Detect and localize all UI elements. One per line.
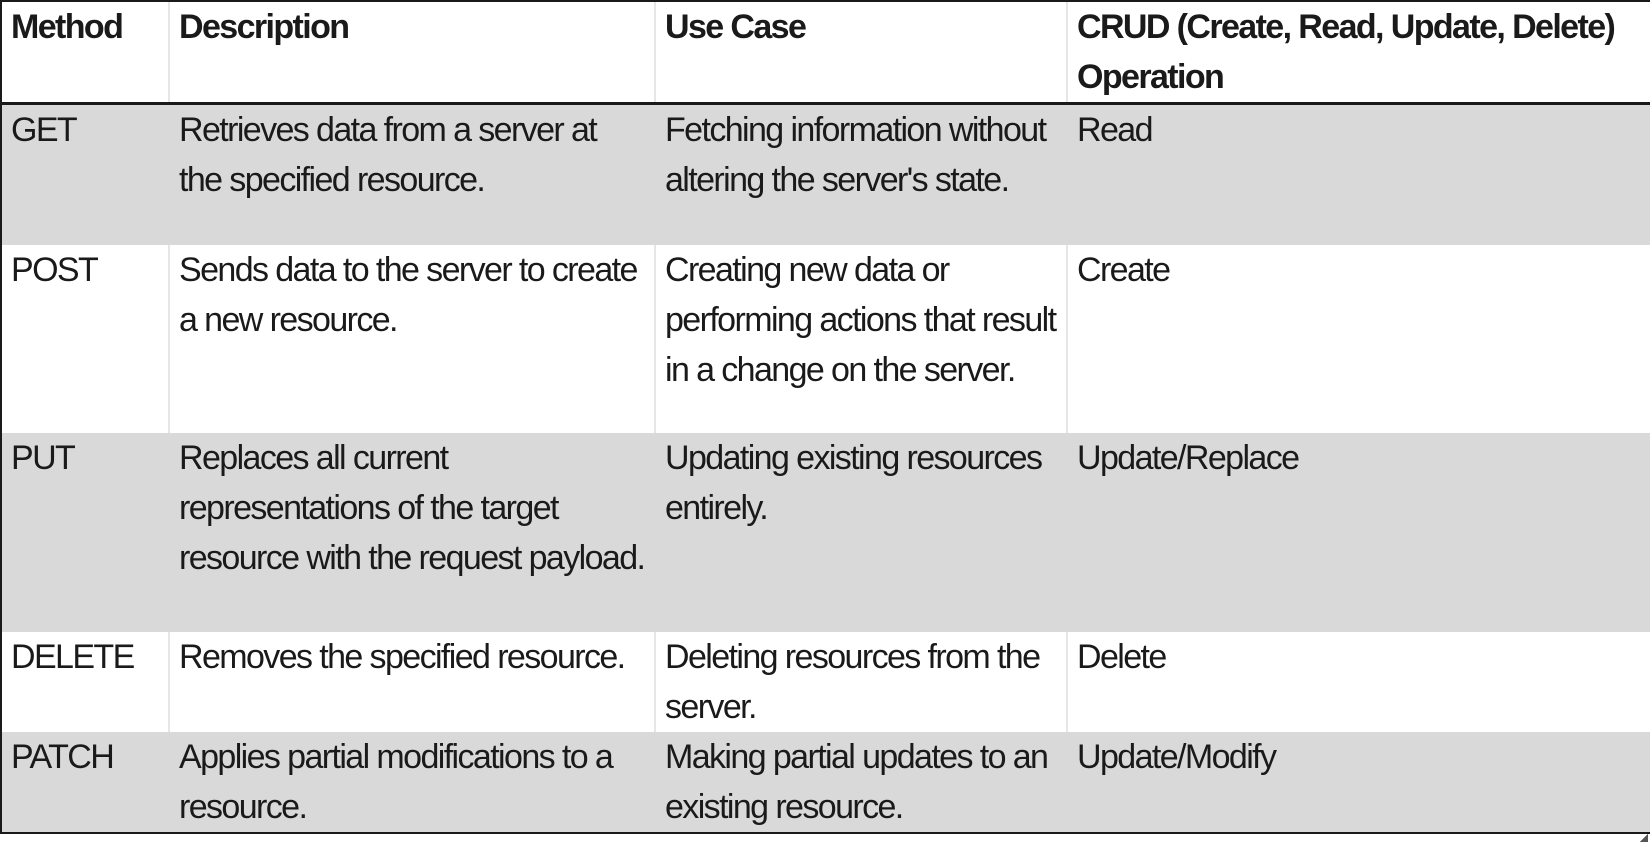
method-cell: PATCH (0, 731, 169, 834)
use-case-cell: Fetching information without altering th… (654, 103, 1067, 245)
crud-cell: Update/Replace (1066, 432, 1650, 632)
resize-grip-icon[interactable] (1640, 834, 1648, 842)
use-case-cell: Updating existing resources entirely. (654, 432, 1067, 632)
crud-cell: Read (1066, 103, 1650, 245)
method-cell: PUT (0, 432, 169, 632)
header-description: Description (168, 0, 655, 105)
table-row: PATCH Applies partial modifications to a… (0, 731, 1650, 834)
crud-cell: Create (1066, 244, 1650, 433)
use-case-cell: Making partial updates to an existing re… (654, 731, 1067, 834)
use-case-cell: Deleting resources from the server. (654, 631, 1067, 732)
crud-cell: Delete (1066, 631, 1650, 732)
table-row: GET Retrieves data from a server at the … (0, 103, 1650, 245)
header-row: Method Description Use Case CRUD (Create… (0, 0, 1650, 105)
method-cell: POST (0, 244, 169, 433)
description-cell: Replaces all current representations of … (168, 432, 655, 632)
header-method: Method (0, 0, 169, 105)
table-row: DELETE Removes the specified resource. D… (0, 631, 1650, 732)
table-row: PUT Replaces all current representations… (0, 432, 1650, 632)
description-cell: Retrieves data from a server at the spec… (168, 103, 655, 245)
description-cell: Applies partial modifications to a resou… (168, 731, 655, 834)
header-use-case: Use Case (654, 0, 1067, 105)
description-cell: Sends data to the server to create a new… (168, 244, 655, 433)
table-row: POST Sends data to the server to create … (0, 244, 1650, 433)
header-crud-operation: CRUD (Create, Read, Update, Delete) Oper… (1066, 0, 1650, 105)
crud-cell: Update/Modify (1066, 731, 1650, 834)
description-cell: Removes the specified resource. (168, 631, 655, 732)
use-case-cell: Creating new data or performing actions … (654, 244, 1067, 433)
method-cell: DELETE (0, 631, 169, 732)
method-cell: GET (0, 103, 169, 245)
